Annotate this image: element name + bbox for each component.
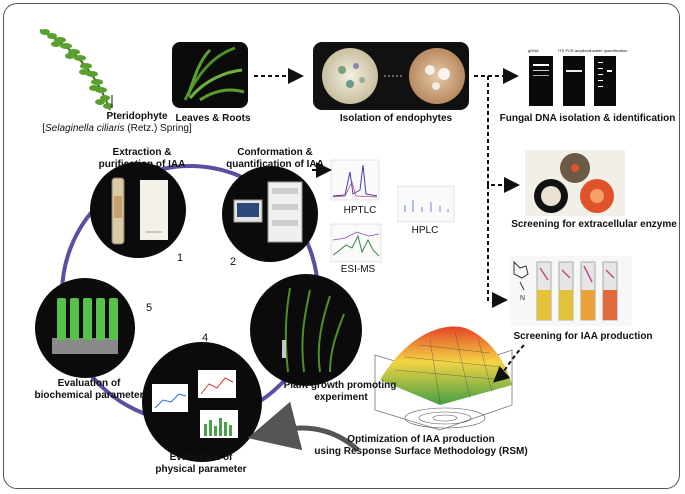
- label-fungal-dna: Fungal DNA isolation & identification: [499, 113, 676, 124]
- gel-header-2: ITS PCR amplicon: [558, 48, 591, 53]
- fern-plant-image: [39, 29, 113, 111]
- leaves-roots-photo: [172, 42, 248, 108]
- label-conformation-2: quantification of IAA: [226, 159, 324, 170]
- curved-return-arrow: [247, 401, 360, 452]
- iaa-screening-tubes: N: [510, 256, 632, 326]
- hptlc-chromatogram: [330, 159, 380, 201]
- rsm-surface-plot: [374, 326, 513, 431]
- flow-arrows: [254, 68, 525, 383]
- plant-growth-circle-image: [250, 274, 362, 386]
- label-biochemical-1: Evaluation of: [57, 378, 121, 389]
- physical-parameter-circle-image: [142, 342, 262, 462]
- petri-dish-photo: [313, 42, 469, 110]
- label-extraction-2: purification of IAA: [98, 159, 186, 170]
- cycle-number-1: 1: [177, 252, 184, 264]
- species-author: (Retz.) Spring: [124, 123, 189, 134]
- extraction-circle-image: [90, 162, 186, 258]
- label-plant-growth-2: experiment: [314, 392, 368, 403]
- label-rsm-2: using Response Surface Methodology (RSM): [314, 446, 528, 457]
- label-hptlc: HPTLC: [343, 205, 377, 216]
- label-screen-enzyme: Screening for extracellular enzyme: [511, 219, 677, 230]
- label-conformation-1: Conformation &: [237, 147, 313, 158]
- figure-frame: [3, 3, 680, 489]
- label-screen-iaa: Screening for IAA production: [513, 331, 653, 342]
- label-species: [Selaginella ciliaris (Retz.) Spring]: [42, 123, 192, 134]
- gel-header-1: gDNA: [528, 48, 539, 53]
- cycle-number-2: 2: [230, 256, 237, 268]
- label-plant-growth-1: Plant growth promoting: [283, 380, 397, 391]
- label-biochemical-2: biochemical parameter: [34, 390, 144, 401]
- enzyme-screening-plates: [525, 150, 625, 216]
- label-leaves-roots: Leaves & Roots: [175, 113, 251, 124]
- hplc-chromatogram: [397, 185, 455, 223]
- cycle-number-4: 4: [202, 332, 209, 344]
- label-extraction-1: Extraction &: [112, 147, 172, 158]
- svg-text:N: N: [520, 295, 525, 302]
- species-italic: Selaginella ciliaris: [45, 123, 125, 134]
- label-pteridophyte: Pteridophyte: [106, 111, 168, 122]
- label-isolation: Isolation of endophytes: [339, 113, 453, 124]
- cycle-number-5: 5: [146, 302, 153, 314]
- gel-electrophoresis-images: [529, 56, 616, 106]
- gel-header-3: Ladder quantification: [590, 48, 628, 53]
- label-physical-2: physical parameter: [155, 464, 247, 475]
- cycle-number-3: 3: [276, 300, 283, 312]
- label-hplc: HPLC: [411, 225, 439, 236]
- label-esims: ESI-MS: [340, 264, 376, 275]
- esims-spectrum: [330, 223, 382, 263]
- biochemical-circle-image: [35, 278, 135, 378]
- instrument-circle-image: [222, 166, 318, 262]
- label-physical-1: Evaluation of: [169, 452, 233, 463]
- label-rsm-1: Optimization of IAA production: [347, 434, 495, 445]
